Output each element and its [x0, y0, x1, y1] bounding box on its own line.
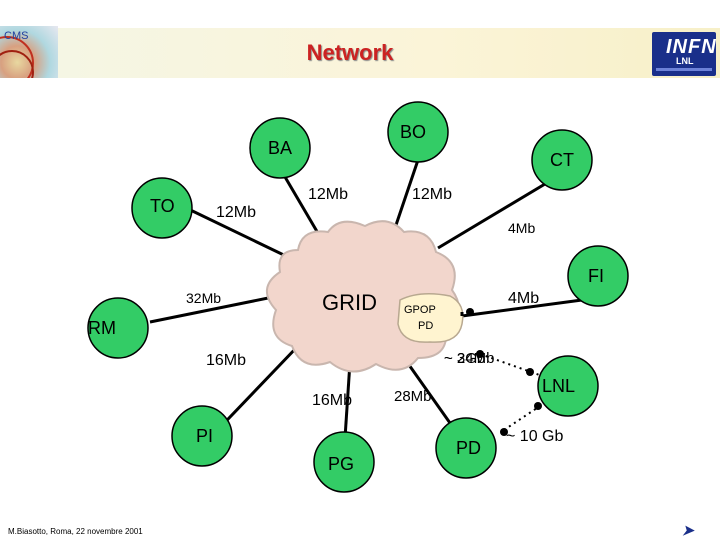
node-label-ct: CT: [550, 150, 574, 170]
link-dot: [466, 308, 474, 316]
link-bo: [393, 159, 420, 229]
grid-label: GRID: [322, 290, 377, 315]
cms-logo: [0, 26, 58, 78]
node-rm: [87, 297, 149, 359]
bandwidth-label-gpop-lnl: ~ 34Mb: [444, 350, 495, 367]
bandwidth-label-to: 12Mb: [216, 204, 257, 221]
next-slide-icon[interactable]: ➤: [682, 522, 694, 538]
infn-logo-sub: LNL: [676, 56, 694, 66]
node-label-pg: PG: [328, 454, 355, 474]
footer-author: M.Biasotto, Roma, 22 novembre 2001: [8, 527, 143, 536]
links: [149, 159, 583, 442]
node-ba: [249, 117, 311, 179]
link-rm: [149, 294, 279, 324]
node-bo: [387, 101, 449, 163]
link-fi: [461, 298, 583, 318]
bandwidth-label-lnl: ~ 10 Gb: [506, 428, 564, 445]
node-label-to: TO: [150, 196, 175, 216]
node-to: [131, 177, 193, 239]
node-label-pd: PD: [456, 438, 482, 458]
gpop-box: [397, 293, 464, 343]
bandwidth-label-pd: 28Mb: [394, 388, 432, 405]
infn-logo-bar: [656, 68, 712, 71]
page-title: Network: [306, 40, 394, 65]
node-pi: [171, 405, 233, 467]
dotted-pd-lnl: [503, 405, 541, 431]
infn-logo: INFN LNL: [652, 32, 716, 76]
cms-logo-text: CMS: [4, 30, 29, 42]
bandwidth-label-pi: 16Mb: [206, 352, 247, 369]
bandwidth-label-ct: 4Mb: [508, 220, 536, 236]
link-to: [179, 203, 291, 260]
node-label-rm: RM: [88, 318, 116, 338]
node-pd: [435, 417, 497, 479]
node-label-pi: PI: [196, 426, 214, 446]
node-label-lnl: LNL: [542, 376, 576, 396]
bandwidth-label-fi: 4Mb: [508, 290, 540, 307]
node-ct: [531, 129, 593, 191]
node-label-ba: BA: [268, 138, 293, 158]
node-label-bo: BO: [400, 122, 427, 142]
node-fi: [567, 245, 629, 307]
bandwidth-label-bo: 12Mb: [412, 186, 453, 203]
header-band: [0, 28, 720, 78]
gpop-label-line2: PD: [418, 320, 434, 332]
link-ct: [437, 173, 561, 250]
link-pg: [343, 361, 352, 439]
dotted-links: [460, 308, 549, 436]
dotted-gpop-lnl: [479, 353, 549, 379]
bandwidth-label-pg: 16Mb: [312, 392, 353, 409]
gpop-label-line1: GPOP: [404, 304, 436, 316]
node-lnl: [537, 355, 599, 417]
bandwidth-label-rm: 32Mb: [186, 290, 222, 306]
bandwidth-label-ba: 12Mb: [308, 186, 349, 203]
infn-logo-text: INFN: [666, 36, 717, 58]
link-dot: [526, 368, 534, 376]
bandwidth-label-gpop-lnl-overlap: ~ 2Gb: [444, 350, 486, 367]
nodes: [87, 101, 629, 493]
link-dot: [500, 428, 508, 436]
node-pg: [313, 431, 375, 493]
node-label-fi: FI: [588, 266, 604, 286]
link-dot: [534, 402, 542, 410]
